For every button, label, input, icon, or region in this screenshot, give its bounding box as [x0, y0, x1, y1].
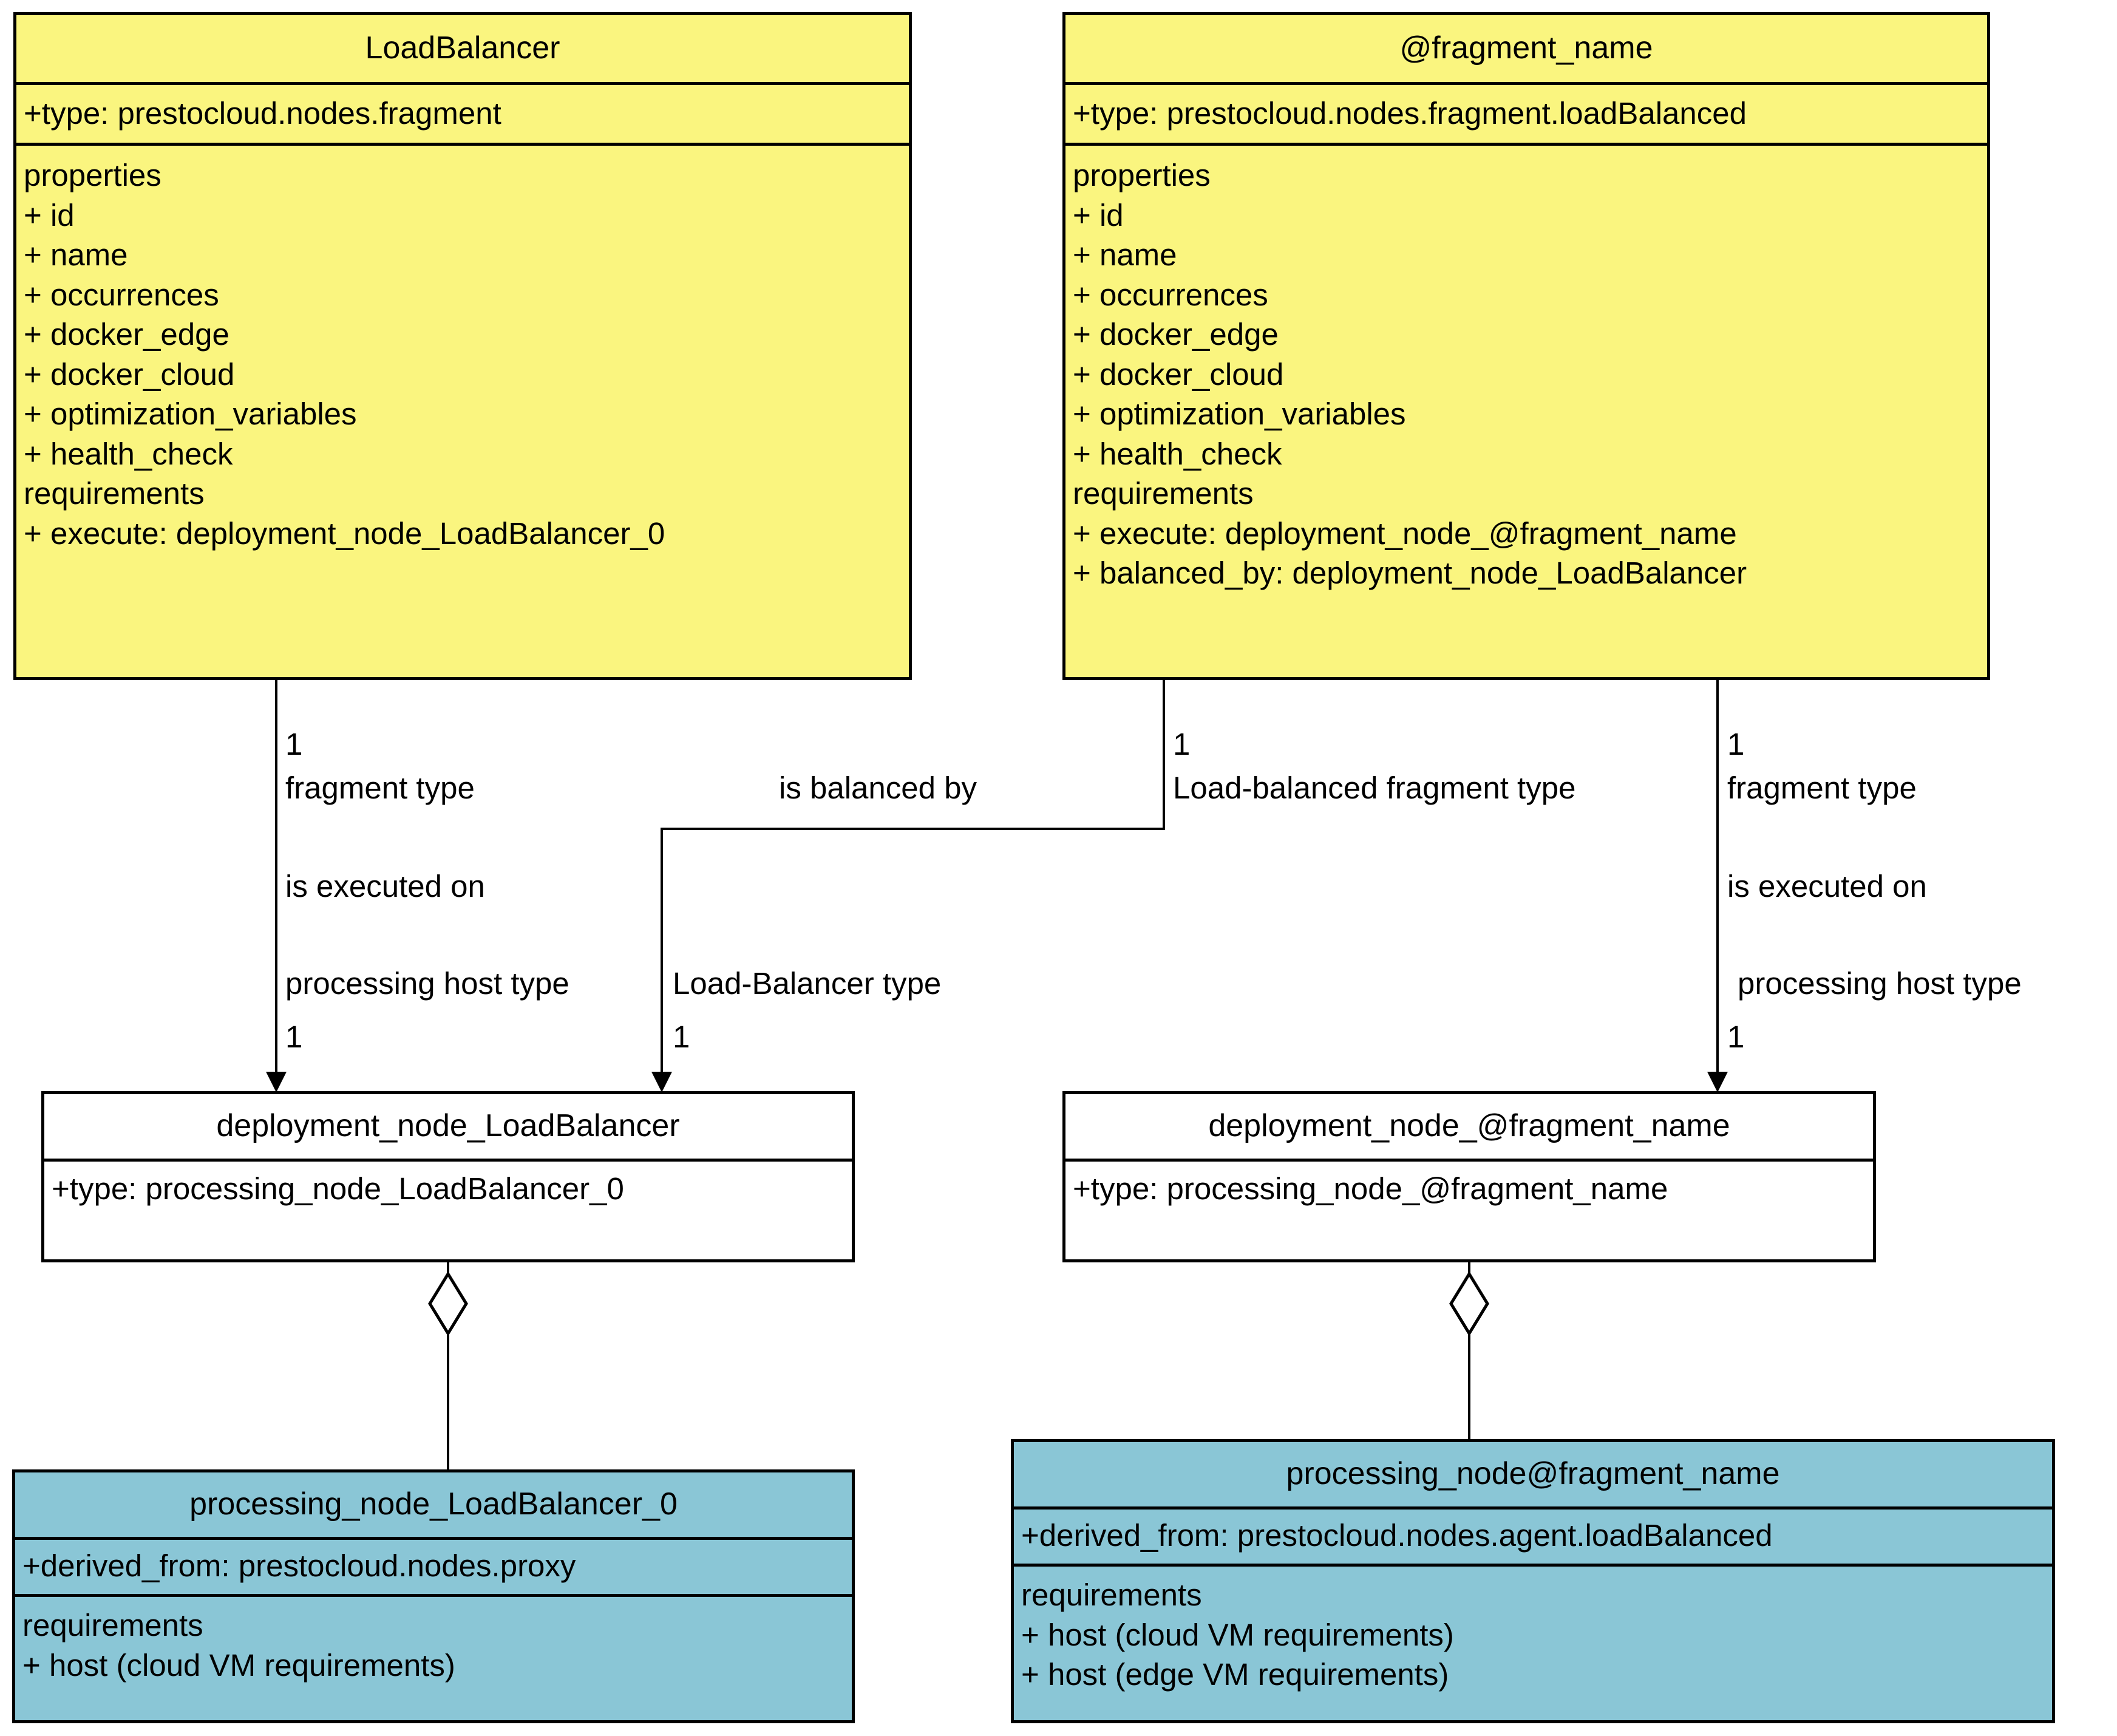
association-line-balanced-by-horizontal — [662, 828, 1165, 830]
member-row: properties — [1073, 158, 1211, 192]
class-title-section-processing-node-fragment-name: processing_node@fragment_name — [1014, 1442, 2052, 1506]
member-row: + id — [24, 197, 75, 233]
class-box-loadbalancer: LoadBalancer +type: prestocloud.nodes.fr… — [13, 12, 912, 680]
member-row: + name — [24, 237, 128, 273]
member-row: + host (edge VM requirements) — [1021, 1657, 1449, 1692]
class-members-section-loadbalancer: properties + id + name + occurrences + d… — [16, 143, 909, 677]
association-line-fn-executes-on — [1716, 680, 1719, 1081]
class-title-processing-node-loadbalancer: processing_node_LoadBalancer_0 — [189, 1486, 678, 1522]
role-label-balanced-by-source: Load-balanced fragment type — [1173, 771, 1576, 805]
class-box-fragment-name: @fragment_name +type: prestocloud.nodes.… — [1062, 12, 1990, 680]
role-label-balanced-by-target: Load-Balancer type — [673, 966, 942, 1001]
member-row: + host (cloud VM requirements) — [1021, 1617, 1454, 1652]
class-title-deployment-node-fragment-name: deployment_node_@fragment_name — [1208, 1108, 1730, 1144]
association-line-balanced-by-vertical-target — [661, 828, 663, 1081]
member-row: + optimization_variables — [24, 397, 357, 432]
arrowhead-fn-executes-on — [1707, 1072, 1728, 1092]
member-row: requirements — [1073, 476, 1254, 511]
class-title-section-deployment-node-loadbalancer: deployment_node_LoadBalancer — [44, 1094, 852, 1159]
multiplicity-lb-source: 1 — [285, 727, 303, 761]
aggregation-line-fragment-name — [1468, 1262, 1470, 1439]
class-title-deployment-node-loadbalancer: deployment_node_LoadBalancer — [216, 1108, 680, 1144]
member-row: + docker_cloud — [24, 356, 235, 392]
association-line-balanced-by-vertical-source — [1163, 680, 1165, 830]
multiplicity-fn-source: 1 — [1727, 727, 1745, 761]
member-row: + name — [1073, 237, 1177, 273]
member-row: + health_check — [24, 436, 233, 471]
class-title-section-fragment-name: @fragment_name — [1065, 15, 1987, 82]
member-row: + occurrences — [24, 277, 219, 312]
role-label-fn-source: fragment type — [1727, 771, 1917, 805]
class-box-deployment-node-loadbalancer: deployment_node_LoadBalancer +type: proc… — [41, 1091, 855, 1262]
multiplicity-fn-target: 1 — [1727, 1019, 1745, 1054]
class-type-deployment-node-fragment-name: +type: processing_node_@fragment_name — [1073, 1171, 1668, 1206]
class-type-section-deployment-node-loadbalancer: +type: processing_node_LoadBalancer_0 — [44, 1159, 852, 1259]
member-row: + execute: deployment_node_@fragment_nam… — [1073, 516, 1737, 551]
class-box-processing-node-fragment-name: processing_node@fragment_name +derived_f… — [1011, 1439, 2055, 1723]
aggregation-diamond-fragment-name — [1449, 1272, 1489, 1335]
member-row: + health_check — [1073, 436, 1282, 471]
member-row: + docker_cloud — [1073, 356, 1284, 392]
aggregation-line-loadbalancer — [447, 1262, 449, 1469]
class-title-processing-node-fragment-name: processing_node@fragment_name — [1286, 1456, 1780, 1492]
multiplicity-balanced-by-source: 1 — [1173, 727, 1191, 761]
class-type-loadbalancer: +type: prestocloud.nodes.fragment — [24, 96, 501, 131]
class-title-loadbalancer: LoadBalancer — [365, 30, 560, 66]
member-row: + execute: deployment_node_LoadBalancer_… — [24, 516, 665, 551]
member-row: + id — [1073, 197, 1124, 233]
class-title-section-processing-node-loadbalancer: processing_node_LoadBalancer_0 — [15, 1472, 852, 1537]
member-row: + docker_edge — [1073, 317, 1279, 352]
class-derived-from-processing-node-fragment-name: +derived_from: prestocloud.nodes.agent.l… — [1021, 1518, 1773, 1553]
class-members-section-processing-node-fragment-name: requirements + host (cloud VM requiremen… — [1014, 1564, 2052, 1720]
aggregation-diamond-loadbalancer — [428, 1272, 468, 1335]
class-box-deployment-node-fragment-name: deployment_node_@fragment_name +type: pr… — [1062, 1091, 1876, 1262]
class-type-section-loadbalancer: +type: prestocloud.nodes.fragment — [16, 82, 909, 143]
member-row: requirements — [22, 1608, 203, 1642]
class-title-section-loadbalancer: LoadBalancer — [16, 15, 909, 82]
class-title-fragment-name: @fragment_name — [1399, 30, 1653, 66]
verb-label-balanced-by: is balanced by — [779, 771, 977, 805]
class-box-processing-node-loadbalancer: processing_node_LoadBalancer_0 +derived_… — [12, 1469, 855, 1723]
multiplicity-lb-target: 1 — [285, 1019, 303, 1054]
role-label-lb-source: fragment type — [285, 771, 475, 805]
member-row: + docker_edge — [24, 317, 229, 352]
verb-label-fn-executes-on: is executed on — [1727, 869, 1927, 904]
member-row: requirements — [24, 476, 205, 511]
class-type-fragment-name: +type: prestocloud.nodes.fragment.loadBa… — [1073, 96, 1747, 131]
class-type-deployment-node-loadbalancer: +type: processing_node_LoadBalancer_0 — [52, 1171, 624, 1206]
class-type-section-deployment-node-fragment-name: +type: processing_node_@fragment_name — [1065, 1159, 1873, 1259]
class-derived-section-processing-node-loadbalancer: +derived_from: prestocloud.nodes.proxy — [15, 1537, 852, 1594]
class-type-section-fragment-name: +type: prestocloud.nodes.fragment.loadBa… — [1065, 82, 1987, 143]
role-label-fn-target: processing host type — [1738, 966, 2022, 1001]
class-derived-section-processing-node-fragment-name: +derived_from: prestocloud.nodes.agent.l… — [1014, 1506, 2052, 1564]
class-title-section-deployment-node-fragment-name: deployment_node_@fragment_name — [1065, 1094, 1873, 1159]
member-row: + optimization_variables — [1073, 397, 1406, 432]
member-row: + balanced_by: deployment_node_LoadBalan… — [1073, 556, 1747, 591]
class-members-section-processing-node-loadbalancer: requirements + host (cloud VM requiremen… — [15, 1594, 852, 1720]
class-derived-from-processing-node-loadbalancer: +derived_from: prestocloud.nodes.proxy — [22, 1548, 576, 1583]
association-line-lb-executes-on — [275, 680, 277, 1081]
arrowhead-balanced-by — [651, 1072, 672, 1092]
member-row: requirements — [1021, 1578, 1202, 1612]
member-row: + host (cloud VM requirements) — [22, 1647, 455, 1683]
arrowhead-lb-executes-on — [266, 1072, 287, 1092]
member-row: properties — [24, 158, 161, 192]
role-label-lb-target: processing host type — [285, 966, 569, 1001]
verb-label-lb-executes-on: is executed on — [285, 869, 485, 904]
member-row: + occurrences — [1073, 277, 1268, 312]
class-members-section-fragment-name: properties + id + name + occurrences + d… — [1065, 143, 1987, 677]
multiplicity-balanced-by-target: 1 — [673, 1019, 690, 1054]
